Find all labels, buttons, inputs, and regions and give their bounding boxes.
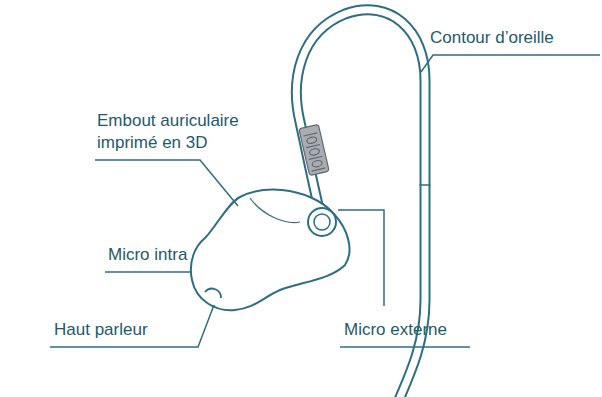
speaker-port bbox=[205, 289, 221, 298]
hook-seam bbox=[420, 184, 430, 186]
leader-line bbox=[95, 160, 238, 206]
ear-tip bbox=[191, 189, 350, 310]
leader-line bbox=[105, 271, 190, 273]
part-label: Micro intra bbox=[108, 244, 248, 266]
connector-sleeve bbox=[299, 124, 329, 175]
ear-tip-crease bbox=[250, 198, 300, 223]
part-label: Micro externe bbox=[344, 319, 504, 341]
external-mic-inner bbox=[314, 214, 330, 230]
leader-line bbox=[338, 210, 384, 306]
external-mic bbox=[308, 208, 336, 236]
part-label: Embout auriculaire imprimé en 3D bbox=[97, 110, 257, 154]
part-label: Contour d’oreille bbox=[430, 27, 598, 49]
leader-line bbox=[50, 305, 214, 347]
leader-line bbox=[421, 55, 600, 72]
leader-line bbox=[340, 346, 470, 348]
part-label: Haut parleur bbox=[54, 319, 214, 341]
